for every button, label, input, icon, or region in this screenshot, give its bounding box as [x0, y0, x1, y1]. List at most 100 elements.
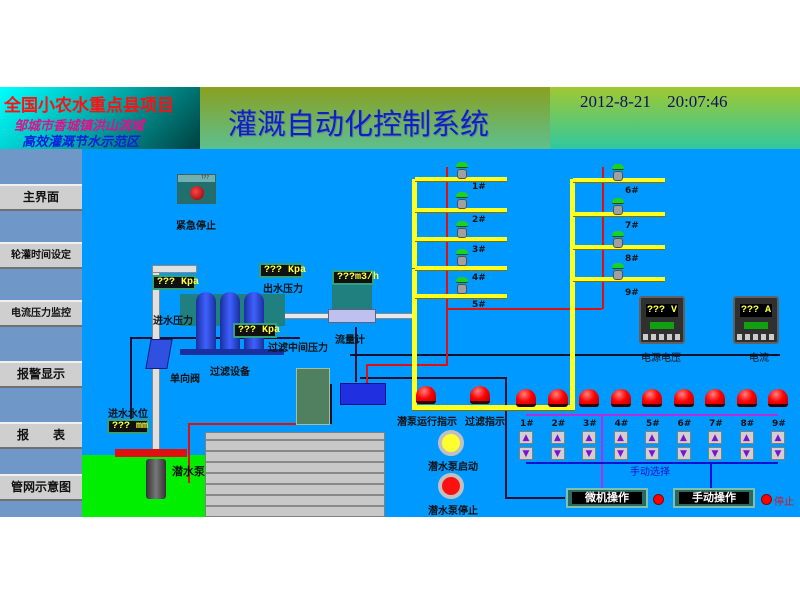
zone-down-button-3[interactable]: ▼	[582, 447, 596, 460]
zone-up-button-7[interactable]: ▲	[708, 431, 722, 444]
zone-label-7: 7#	[709, 419, 723, 429]
solenoid-valve-2[interactable]	[454, 192, 470, 210]
zone-up-button-6[interactable]: ▲	[676, 431, 691, 444]
solenoid-valve-9[interactable]	[610, 263, 626, 281]
nav-report[interactable]: 报 表	[0, 422, 82, 449]
voltage-meter: ??? V	[639, 296, 685, 344]
zone-lamp-8	[736, 389, 757, 407]
solenoid-valve-8[interactable]	[610, 231, 626, 249]
current-unit: A	[765, 305, 772, 316]
zone-lamp-9	[768, 389, 788, 407]
branch-pipe-3	[415, 237, 507, 242]
scada-panel: 全国小农水重点县项目 邹城市香城镇洪山流域 高效灌溉节水示范区 灌溉自动化控制系…	[0, 87, 800, 517]
power-wire	[366, 364, 446, 366]
zone-label-8: 8#	[740, 419, 755, 429]
zone-down-button-6[interactable]: ▼	[676, 447, 691, 460]
pump-start-label: 潜水泵启动	[428, 462, 478, 473]
valve-label-4: 4#	[472, 273, 486, 283]
zone-up-button-8[interactable]: ▲	[739, 431, 754, 444]
filter-tank	[196, 292, 216, 354]
outlet-pressure-display: ??? Kpa	[259, 263, 306, 278]
submersible-pump-icon	[146, 459, 166, 499]
solenoid-valve-4[interactable]	[454, 249, 470, 267]
zone-label-4: 4#	[614, 419, 629, 429]
control-cabinet-icon	[296, 368, 330, 425]
signal-wire	[130, 337, 132, 422]
outlet-pressure-label: 出水压力	[263, 284, 303, 295]
zone-down-button-5[interactable]: ▼	[645, 447, 659, 460]
solenoid-valve-7[interactable]	[610, 198, 626, 216]
zone-down-button-8[interactable]: ▼	[739, 447, 754, 460]
zone-down-button-7[interactable]: ▼	[708, 447, 722, 460]
branch-pipe-5	[415, 294, 507, 299]
clock-bar: 2012-8-21 20:07:46	[550, 87, 800, 149]
solenoid-valve-5[interactable]	[454, 277, 470, 295]
power-wire	[366, 364, 368, 384]
main-pipe	[412, 405, 574, 411]
zone-lamp-3	[579, 389, 599, 407]
current-label: 电流	[749, 353, 769, 364]
nav-alarms[interactable]: 报警显示	[0, 361, 82, 388]
water-level-display: ??? mm	[107, 419, 149, 434]
pump-start-button[interactable]	[438, 430, 464, 456]
zone-label-5: 5#	[646, 419, 660, 429]
stop-lamp	[761, 494, 772, 505]
sidebar: 主界面 轮灌时间设定 电流压力监控 报警显示 报 表 管网示意图	[0, 149, 82, 517]
emergency-stop-indicator: ???	[178, 175, 215, 182]
project-line-3: 高效灌溉节水示范区	[22, 135, 140, 150]
filter-mid-pressure-display: ??? Kpa	[233, 323, 280, 338]
filter-lamp-label: 过滤指示	[465, 417, 505, 428]
zone-down-button-9[interactable]: ▼	[771, 447, 785, 460]
manual-bus-line	[710, 462, 712, 494]
date: 2012-8-21	[580, 92, 651, 111]
zone-label-2: 2#	[551, 419, 566, 429]
nav-rotation-time[interactable]: 轮灌时间设定	[0, 242, 82, 269]
voltage-unit: V	[671, 305, 678, 316]
zone-lamp-2	[547, 389, 568, 407]
pump-running-label: 潜泵运行指示	[397, 417, 457, 428]
signal-wire	[350, 354, 780, 356]
current-value: ???	[740, 305, 759, 316]
zone-down-button-1[interactable]: ▼	[519, 447, 533, 460]
zone-up-button-5[interactable]: ▲	[645, 431, 659, 444]
manual-mode-button[interactable]: 手动操作	[673, 488, 755, 508]
power-wire	[188, 423, 298, 425]
pump-stop-button[interactable]	[438, 473, 464, 499]
flow-display: ???m3/h	[332, 270, 379, 285]
branch-pipe-2	[415, 208, 507, 213]
solenoid-valve-6[interactable]	[610, 164, 626, 182]
zone-label-3: 3#	[583, 419, 597, 429]
zone-up-button-2[interactable]: ▲	[550, 431, 565, 444]
signal-wire	[360, 377, 505, 379]
signal-wire	[505, 377, 507, 497]
brick-wall	[205, 432, 385, 517]
zone-up-button-4[interactable]: ▲	[613, 431, 628, 444]
main-pipe	[412, 265, 417, 410]
nav-pipe-network[interactable]: 管网示意图	[0, 474, 82, 501]
voltage-value: ???	[646, 305, 665, 316]
nav-current-pressure[interactable]: 电流压力监控	[0, 300, 82, 327]
clock: 2012-8-21 20:07:46	[580, 92, 728, 112]
zone-up-button-1[interactable]: ▲	[519, 431, 533, 444]
computer-mode-button[interactable]: 微机操作	[566, 488, 648, 508]
solenoid-valve-3[interactable]	[454, 221, 470, 239]
main-pipe	[412, 179, 417, 269]
emergency-stop-label: 紧急停止	[176, 221, 216, 232]
computer-mode-lamp	[653, 494, 664, 505]
zone-lamp-6	[673, 389, 694, 407]
pump-stop-label: 潜水泵停止	[428, 506, 478, 517]
valve-label-2: 2#	[472, 215, 486, 225]
zone-label-1: 1#	[520, 419, 534, 429]
zone-up-button-3[interactable]: ▲	[582, 431, 596, 444]
stop-lamp-icon	[190, 186, 204, 200]
power-wire	[446, 308, 602, 310]
solenoid-valve-1[interactable]	[454, 162, 470, 180]
nav-main[interactable]: 主界面	[0, 184, 82, 211]
zone-down-button-4[interactable]: ▼	[613, 447, 628, 460]
zone-down-button-2[interactable]: ▼	[550, 447, 565, 460]
flow-meter-label: 流量计	[335, 335, 365, 346]
emergency-stop-button[interactable]: ???	[177, 174, 216, 204]
inlet-pressure-display: ??? Kpa	[152, 275, 199, 290]
zone-up-button-9[interactable]: ▲	[771, 431, 785, 444]
controller-icon	[340, 383, 386, 405]
